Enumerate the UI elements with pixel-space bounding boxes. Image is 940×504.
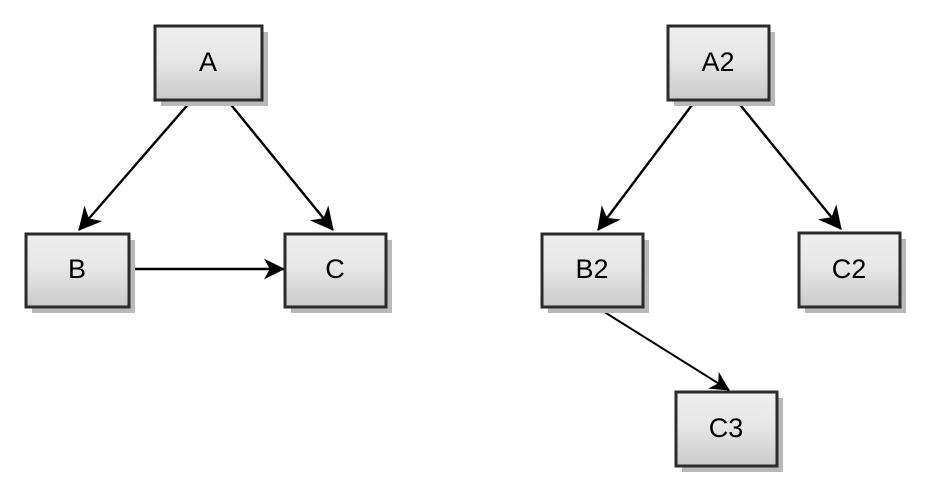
right-graph-edges (597, 100, 842, 391)
node-c-box[interactable] (283, 232, 388, 309)
node-a[interactable]: A (153, 24, 268, 106)
right-graph: A2 B2 C2 C3 (540, 24, 906, 472)
edge-a2-to-c2 (736, 100, 842, 230)
node-a2-box[interactable] (666, 24, 771, 102)
node-b2-box[interactable] (540, 232, 645, 309)
left-graph: A B C (24, 24, 392, 313)
node-c[interactable]: C (283, 232, 392, 313)
edge-a2-to-b2 (597, 100, 696, 231)
node-c3[interactable]: C3 (674, 390, 783, 472)
node-b2[interactable]: B2 (540, 232, 649, 313)
edge-b2-to-c3 (597, 307, 730, 391)
node-c2-box[interactable] (797, 231, 902, 309)
node-a2[interactable]: A2 (666, 24, 775, 106)
node-b[interactable]: B (24, 232, 135, 313)
node-b-box[interactable] (24, 232, 131, 309)
node-c2[interactable]: C2 (797, 231, 906, 313)
edge-a-to-b (78, 100, 192, 231)
edge-a-to-c (227, 100, 334, 231)
left-graph-edges (78, 100, 334, 280)
node-c3-box[interactable] (674, 390, 779, 468)
node-a-box[interactable] (153, 24, 264, 102)
